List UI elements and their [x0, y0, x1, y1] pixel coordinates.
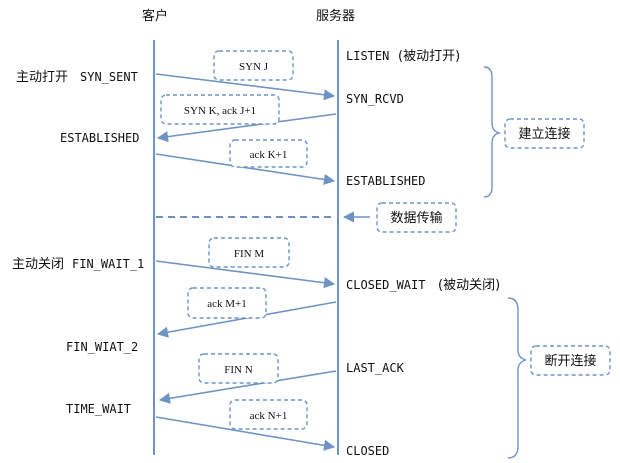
server-state-syn-rcvd: SYN_RCVD — [346, 92, 404, 106]
client-state-established: ESTABLISHED — [60, 131, 139, 145]
phase-transfer-label: 数据传输 — [390, 210, 442, 226]
message-fin-n-label: FIN N — [224, 364, 252, 376]
message-box-ack-m: ack M+1 — [187, 287, 267, 319]
message-ack-k-label: ack K+1 — [250, 149, 288, 161]
arrow-syn — [155, 73, 336, 101]
message-syn-ack-label: SYN K, ack J+1 — [184, 105, 256, 117]
phase-disconnect-label: 断开连接 — [544, 353, 596, 369]
message-box-fin-m: FIN M — [208, 237, 290, 268]
client-state-fin-wait-1: FIN_WAIT_1 — [72, 257, 144, 271]
disconnect-brace — [507, 297, 527, 459]
message-ack-m-label: ack M+1 — [207, 298, 247, 310]
arrow-syn-ack — [156, 113, 337, 143]
message-fin-m-label: FIN M — [234, 248, 264, 260]
server-listen-note: (被动打开) — [398, 49, 460, 64]
client-state-time-wait: TIME_WAIT — [66, 402, 131, 416]
server-state-closed-wait: CLOSED_WAIT — [346, 278, 425, 292]
phase-box-disconnect: 断开连接 — [530, 345, 611, 376]
message-box-ack-n: ack N+1 — [229, 399, 308, 430]
establish-brace — [483, 66, 502, 198]
arrow-fin-n — [158, 370, 337, 404]
phase-box-establish: 建立连接 — [504, 118, 585, 149]
client-active-open-label: 主动打开 — [16, 70, 68, 85]
message-box-ack-k: ack K+1 — [229, 139, 308, 168]
arrow-ack-n — [155, 416, 336, 451]
client-active-close-label: 主动关闭 — [12, 257, 64, 272]
server-state-closed: CLOSED — [346, 444, 389, 458]
client-state-fin-wait-2: FIN_WIAT_2 — [66, 340, 138, 354]
client-state-syn-sent: SYN_SENT — [80, 70, 138, 84]
server-closed-wait-note: (被动关闭) — [438, 278, 500, 293]
server-header: 服务器 — [316, 8, 355, 24]
message-box-syn-ack: SYN K, ack J+1 — [160, 94, 280, 125]
server-state-listen: LISTEN — [346, 49, 389, 63]
message-ack-n-label: ack N+1 — [250, 410, 288, 422]
phase-box-transfer: 数据传输 — [376, 202, 457, 233]
phase-establish-label: 建立连接 — [518, 126, 570, 142]
message-box-fin-n: FIN N — [198, 353, 279, 384]
server-state-established: ESTABLISHED — [346, 174, 425, 188]
message-syn-label: SYN J — [239, 61, 269, 73]
client-header: 客户 — [142, 8, 168, 24]
server-state-last-ack: LAST_ACK — [346, 361, 405, 375]
message-box-syn: SYN J — [213, 50, 294, 81]
arrow-fin-m — [155, 260, 336, 289]
